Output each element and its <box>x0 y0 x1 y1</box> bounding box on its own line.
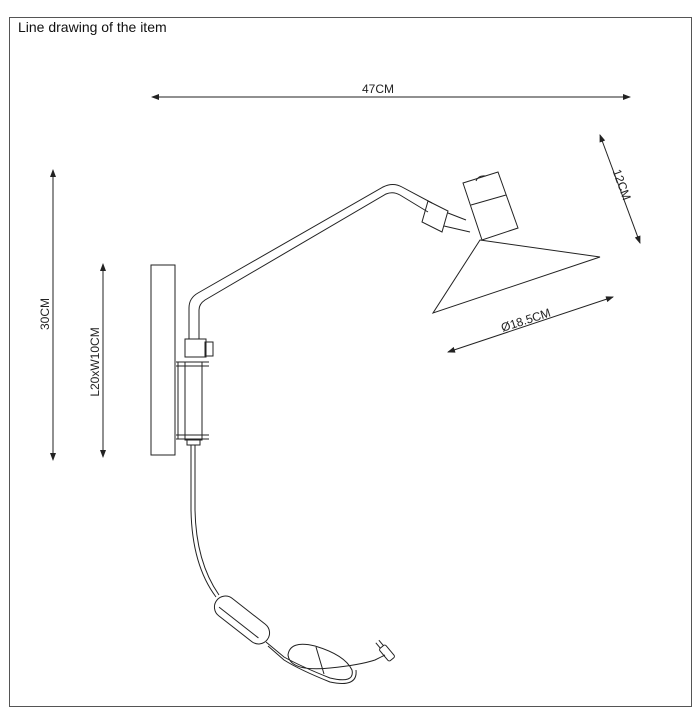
power-cord <box>190 445 395 684</box>
plug <box>375 639 395 662</box>
width-label: 47CM <box>362 82 394 96</box>
shade-diameter-label: Ø18.5CM <box>499 306 552 335</box>
head-height-label: 12CM <box>610 167 634 202</box>
backplate-label: L20xW10CM <box>88 327 102 396</box>
drawing-title: Line drawing of the item <box>18 19 167 35</box>
shade-diameter-dimension: Ø18.5CM <box>447 296 614 353</box>
width-dimension: 47CM <box>151 82 631 100</box>
lamp-head <box>431 171 601 314</box>
head-height-dimension: 12CM <box>599 134 641 244</box>
arm-mount <box>176 338 214 446</box>
lamp-arm <box>188 184 471 339</box>
inline-switch <box>213 595 271 645</box>
height-label: 30CM <box>38 298 52 330</box>
wall-plate <box>150 264 176 456</box>
height-dimension: 30CM <box>38 169 56 461</box>
backplate-dimension: L20xW10CM <box>88 263 106 458</box>
